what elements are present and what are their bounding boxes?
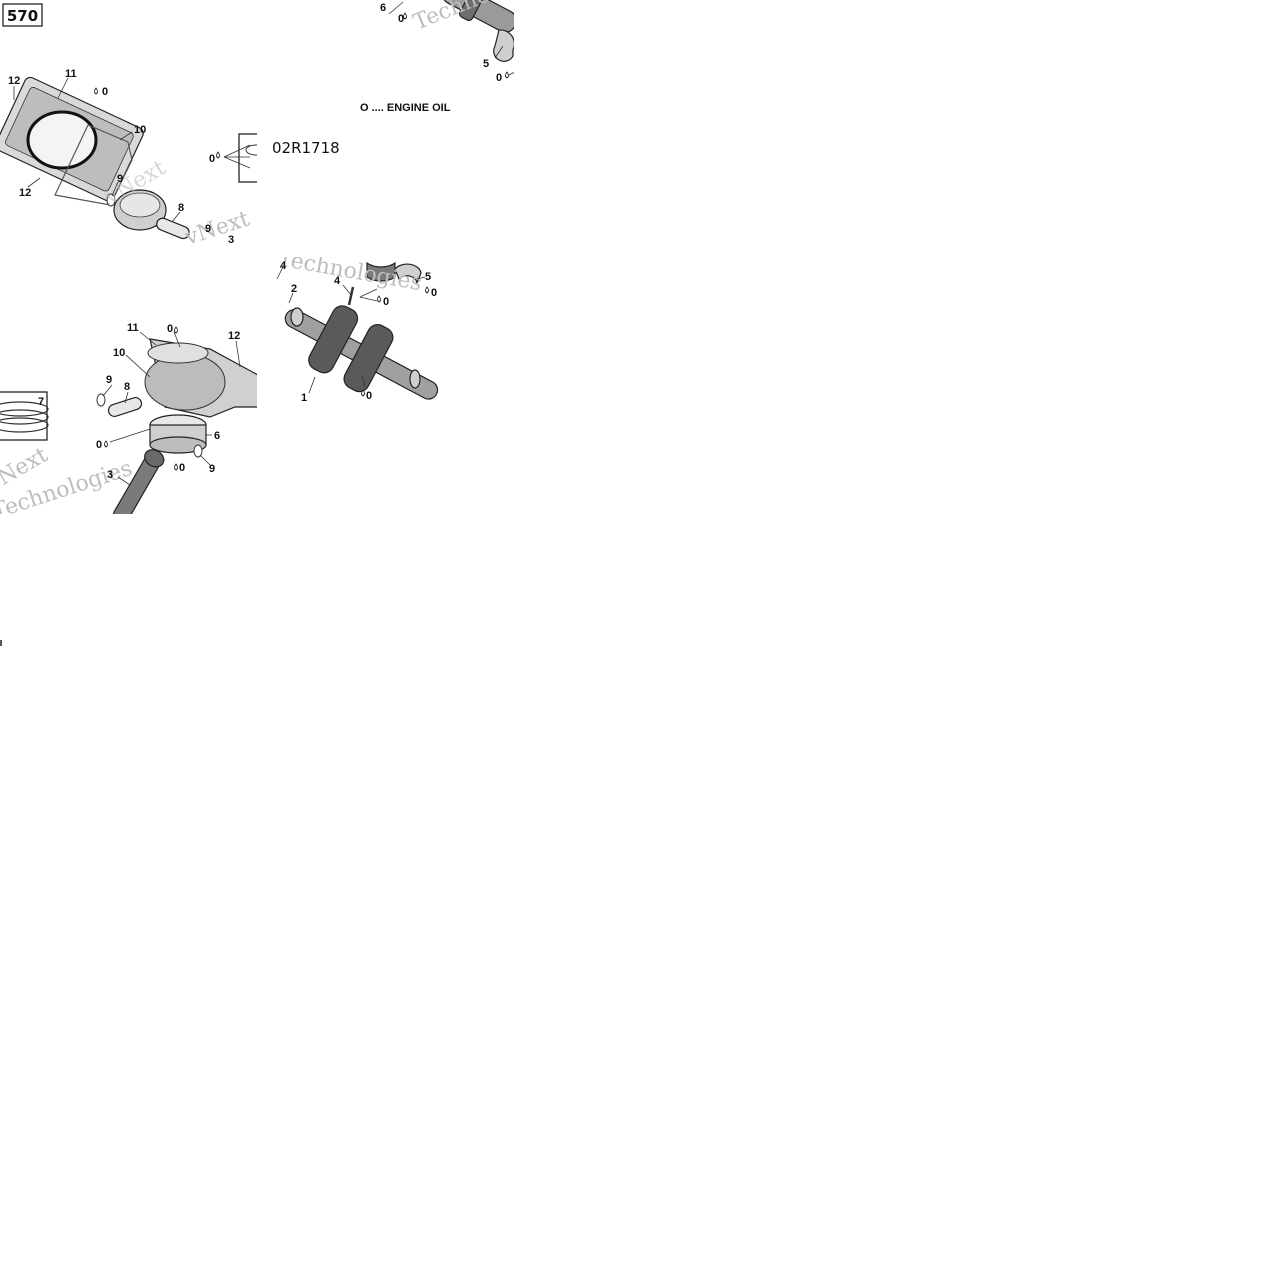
callout-11: 11 (127, 322, 139, 334)
callout-11: 11 (65, 68, 77, 80)
oil-drop-icon (361, 389, 365, 397)
bearing-half (493, 29, 514, 62)
tile-cylinder-side-svg: vNext Technologies 11 0 12 10 9 8 7 0 6 … (0, 322, 257, 514)
callout-oil: 0 (167, 323, 173, 335)
callout-7: 7 (38, 396, 44, 408)
callout-1: 1 (301, 392, 307, 404)
cylinder-bore (26, 110, 98, 170)
callout-2: 2 (291, 283, 297, 295)
oil-drop-icon (505, 71, 509, 79)
callout-6: 6 (214, 430, 220, 442)
tile-crankshaft-view: Technologies 4 4 5 0 2 0 1 0 (257, 257, 514, 514)
callout-4: 4 (280, 260, 287, 272)
piston-pin (156, 217, 190, 240)
callout-oil: 0 (102, 86, 108, 98)
oil-drop-icon (403, 12, 407, 20)
oil-drop-icon (94, 87, 98, 95)
callout-4: 4 (334, 275, 341, 287)
callout-10: 10 (134, 124, 146, 136)
watermark: vNext (181, 207, 253, 252)
callout-oil: 0 (496, 72, 502, 84)
callout-8: 8 (178, 202, 184, 214)
callout-oil: 0 (398, 13, 404, 25)
oil-drop-icon (174, 463, 178, 471)
diagram-number-box (2, 3, 43, 27)
callout-12: 12 (19, 187, 31, 199)
callout-9: 9 (205, 223, 211, 235)
callout-6: 6 (380, 2, 386, 14)
callout-oil: 0 (366, 390, 372, 402)
ring-icon (0, 409, 49, 425)
diagram-number: 570 (7, 7, 38, 25)
tile-crank-top-svg: Technologies 6 0 5 0 O .... ENGINE OIL 0… (272, 0, 514, 157)
bearing-half (394, 263, 422, 284)
oil-drop-icon (104, 440, 108, 448)
callout-3: 3 (107, 469, 113, 481)
crankshaft (284, 305, 439, 400)
oil-drop-icon (425, 286, 429, 294)
ring-inset-box (238, 133, 257, 183)
callout-12: 12 (228, 330, 240, 342)
drawing-code: 02R1718 (272, 139, 340, 157)
callout-5: 5 (483, 58, 489, 70)
callout-8: 8 (124, 381, 130, 393)
watermark: Technologies (276, 257, 424, 296)
circlip (106, 193, 116, 207)
tile-crank-top-view: Technologies 6 0 5 0 O .... ENGINE OIL 0… (257, 0, 514, 257)
callout-oil: 0 (431, 287, 437, 299)
callout-3: 3 (228, 234, 234, 246)
callout-10: 10 (113, 347, 125, 359)
callout-5: 5 (425, 271, 431, 283)
circlip (96, 393, 106, 407)
oil-drop-icon (174, 326, 178, 334)
ring-icon (245, 144, 257, 156)
ring-icon (0, 417, 49, 433)
oil-drop-icon (377, 295, 381, 303)
rod-bolt (347, 286, 355, 306)
tile-cylinder-top-view: 570 vNext vNext (0, 0, 257, 257)
crankshaft-fragment (441, 0, 514, 33)
tile-cylinder-top-svg: 570 vNext vNext (0, 3, 257, 252)
connecting-rod (112, 449, 165, 514)
bearing-half (366, 261, 396, 282)
callout-oil: 0 (179, 462, 185, 474)
piston-pin-side (107, 397, 143, 417)
callout-9: 9 (117, 173, 123, 185)
cylinder-block-side (144, 338, 257, 418)
callout-oil: 0 (209, 153, 215, 165)
piston-side (149, 414, 207, 454)
tile-crankshaft-svg: Technologies 4 4 5 0 2 0 1 0 (276, 257, 439, 404)
oil-drop-icon (216, 151, 220, 159)
callout-9: 9 (106, 374, 112, 386)
callout-oil: 0 (383, 296, 389, 308)
edge-mark (0, 640, 6, 646)
callout-oil: 0 (96, 439, 102, 451)
callout-9: 9 (209, 463, 215, 475)
circlip (193, 444, 203, 458)
piston (113, 189, 167, 231)
callout-12: 12 (8, 75, 20, 87)
tile-cylinder-side-view: vNext Technologies 11 0 12 10 9 8 7 0 6 … (0, 257, 257, 514)
ring-icon (0, 401, 49, 417)
legend-engine-oil: O .... ENGINE OIL (360, 102, 451, 114)
